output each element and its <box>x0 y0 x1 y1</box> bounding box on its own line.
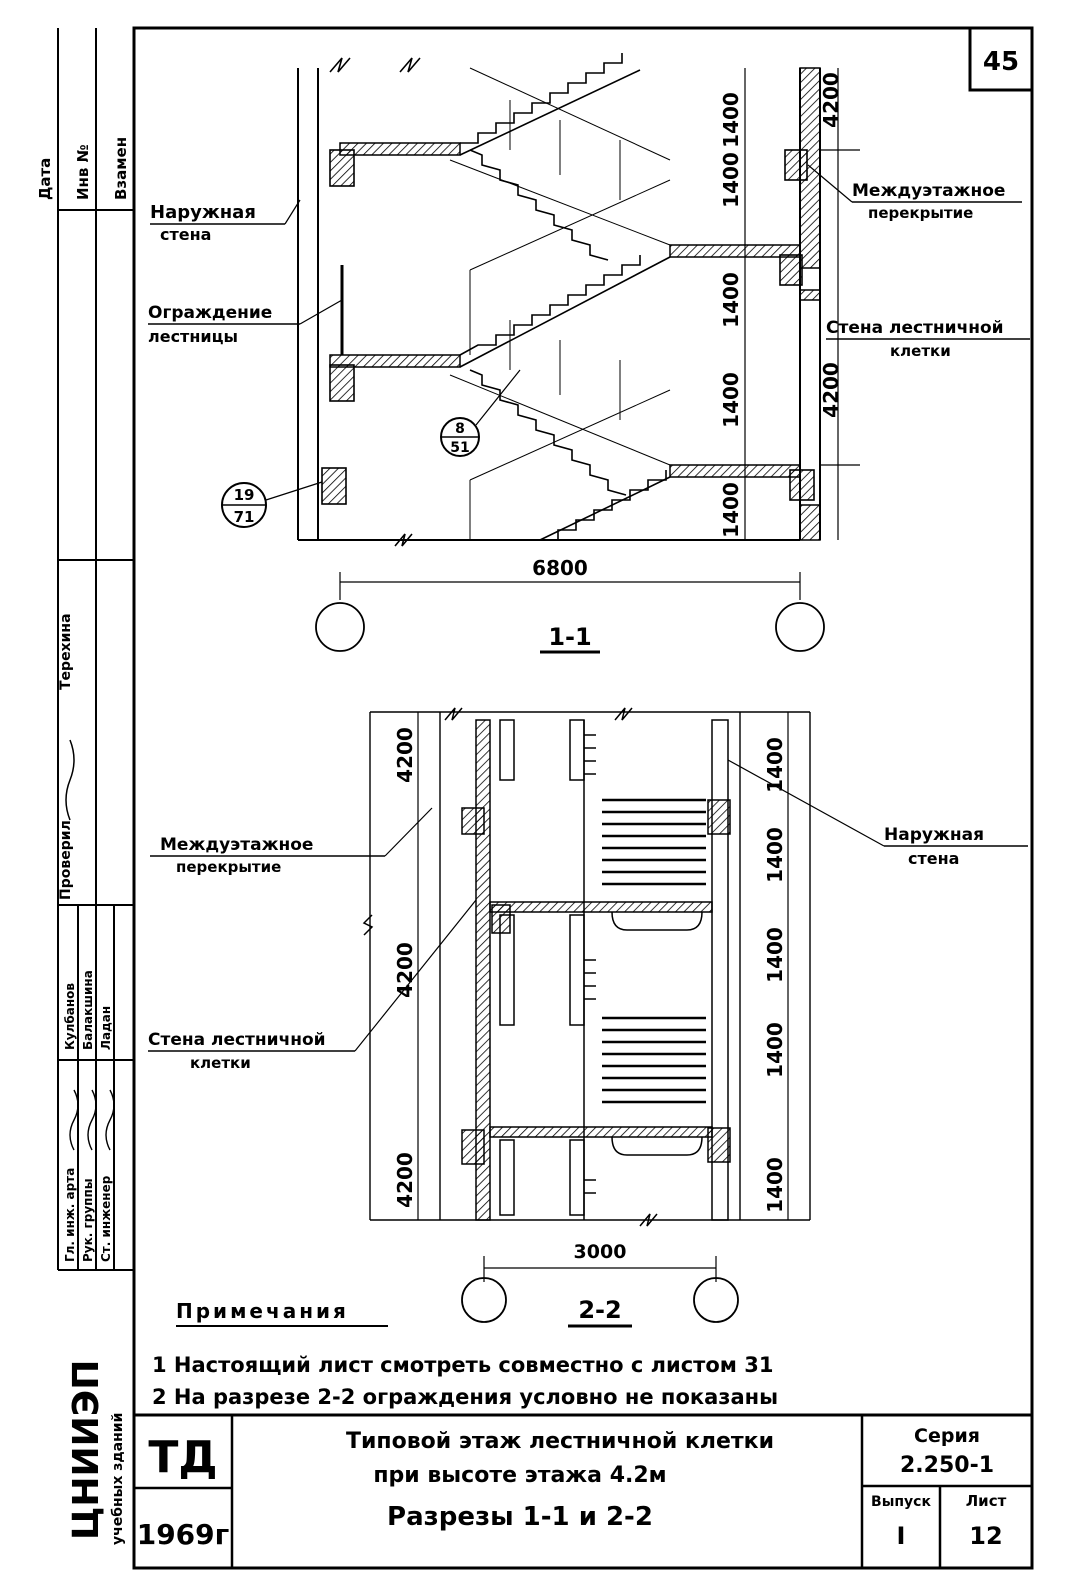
svg-text:51: 51 <box>450 440 469 456</box>
dim-1-1-r4: 1400 <box>719 372 743 428</box>
stamp-inv: Инв № <box>74 144 92 200</box>
callout-2-floor-slab-1: Междуэтажное <box>160 835 313 855</box>
dim-1-1-r3: 1400 <box>719 272 743 328</box>
approver-signature <box>65 739 75 821</box>
stamp-role-3: Ст. инженер <box>99 1175 113 1262</box>
callout-2-outer-wall-2: стена <box>908 849 959 868</box>
section-2-2-labels: 4200 4200 4200 1400 1400 1400 1400 1400 … <box>148 727 1028 1328</box>
stamp-role-1: Гл. инж. арта <box>63 1168 77 1262</box>
section-1-1-title: 1-1 <box>548 623 591 651</box>
stamp-approver-name: Терехина <box>58 613 74 690</box>
section-1-1-labels: 1400 1400 1400 1400 1400 4200 4200 6800 … <box>148 72 1030 654</box>
signature-3 <box>105 1089 115 1151</box>
title-code: ТД <box>148 1432 217 1483</box>
dim-1-1-width: 6800 <box>532 556 588 580</box>
callout-stair-wall-2: клетки <box>890 342 951 360</box>
stamp-role-2: Рук. группы <box>81 1178 95 1262</box>
sheet-number: 45 <box>983 47 1019 77</box>
issue-label: Выпуск <box>871 1494 931 1510</box>
title-year: 1969г <box>137 1518 230 1551</box>
dim-2-2-r5: 1400 <box>763 1157 787 1213</box>
dim-2-2-r2: 1400 <box>763 827 787 883</box>
callout-railing-2: лестницы <box>148 327 238 346</box>
sheet-value: 12 <box>969 1522 1002 1550</box>
stamp-name-2: Балакшина <box>81 970 95 1050</box>
stamp-replace: Взамен <box>112 137 130 200</box>
issue-value: I <box>897 1522 906 1550</box>
dim-1-1-r2: 1400 <box>719 152 743 208</box>
title-line-1: Типовой этаж лестничной клетки <box>346 1429 774 1454</box>
note-2: 2 На разрезе 2-2 ограждения условно не п… <box>152 1385 778 1409</box>
dim-2-2-l1: 4200 <box>393 727 417 783</box>
callout-floor-slab-2: перекрытие <box>868 204 973 222</box>
svg-text:19: 19 <box>234 486 255 504</box>
stamp-name-3: Ладан <box>99 1006 113 1050</box>
ref-mark-8-51: 8 51 <box>440 369 521 457</box>
callout-floor-slab-1: Междуэтажное <box>852 181 1005 201</box>
stamp-approver-label: Проверил <box>58 820 74 900</box>
stamp-date: Дата <box>36 158 54 200</box>
axis-bubble-2-2-left <box>461 1277 507 1323</box>
axis-bubble-2-2-right <box>693 1277 739 1323</box>
dim-1-1-r1: 1400 <box>719 92 743 148</box>
callout-2-floor-slab-2: перекрытие <box>176 858 281 876</box>
sheet-frame <box>132 26 1034 1570</box>
section-2-2-drawing <box>362 707 811 1282</box>
series-value: 2.250-1 <box>900 1453 994 1478</box>
sheet-label: Лист <box>966 1492 1007 1510</box>
dim-1-1-r5: 1400 <box>719 482 743 538</box>
axis-bubble-1-1-right <box>775 602 825 652</box>
section-2-2-title: 2-2 <box>578 1296 621 1324</box>
dim-2-2-l3: 4200 <box>393 1152 417 1208</box>
callout-2-stair-wall-1: Стена лестничной <box>148 1030 326 1050</box>
side-stamp: Дата Инв № Взамен Проверил Терехина Гл. … <box>36 28 135 1568</box>
series-label: Серия <box>914 1425 980 1447</box>
dim-2-2-r4: 1400 <box>763 1022 787 1078</box>
sheet-number-box: 45 <box>968 26 1034 92</box>
section-1-1-drawing <box>297 53 860 600</box>
note-1: 1 Настоящий лист смотреть совместно с ли… <box>152 1353 773 1377</box>
axis-bubble-1-1-left <box>315 602 365 652</box>
dim-2-2-r1: 1400 <box>763 737 787 793</box>
org-name: ЦНИИЭП <box>66 1360 107 1540</box>
dim-2-2-width: 3000 <box>574 1241 627 1263</box>
ref-mark-19-71: 19 71 <box>221 481 323 528</box>
title-block: ТД 1969г Типовой этаж лестничной клетки … <box>134 1415 1032 1568</box>
callout-stair-wall-1: Стена лестничной <box>826 318 1004 338</box>
signature-2 <box>87 1089 97 1151</box>
dim-1-1-fr1: 4200 <box>819 72 843 128</box>
dim-1-1-fr2: 4200 <box>819 362 843 418</box>
title-line-3: Разрезы 1-1 и 2-2 <box>387 1502 653 1532</box>
title-line-2: при высоте этажа 4.2м <box>373 1463 666 1488</box>
callout-outer-wall-2: стена <box>160 225 211 244</box>
notes-heading: Примечания <box>176 1299 349 1323</box>
org-sub: учебных зданий <box>110 1413 126 1545</box>
stamp-name-1: Кулбанов <box>63 983 77 1050</box>
dim-2-2-r3: 1400 <box>763 927 787 983</box>
callout-2-outer-wall-1: Наружная <box>884 825 984 845</box>
svg-text:71: 71 <box>234 508 255 526</box>
notes: Примечания 1 Настоящий лист смотреть сов… <box>152 1299 778 1409</box>
callout-2-stair-wall-2: клетки <box>190 1054 251 1072</box>
signature-1 <box>69 1089 79 1151</box>
callout-outer-wall-1: Наружная <box>150 202 256 223</box>
callout-railing-1: Ограждение <box>148 303 272 323</box>
svg-text:8: 8 <box>455 421 465 437</box>
